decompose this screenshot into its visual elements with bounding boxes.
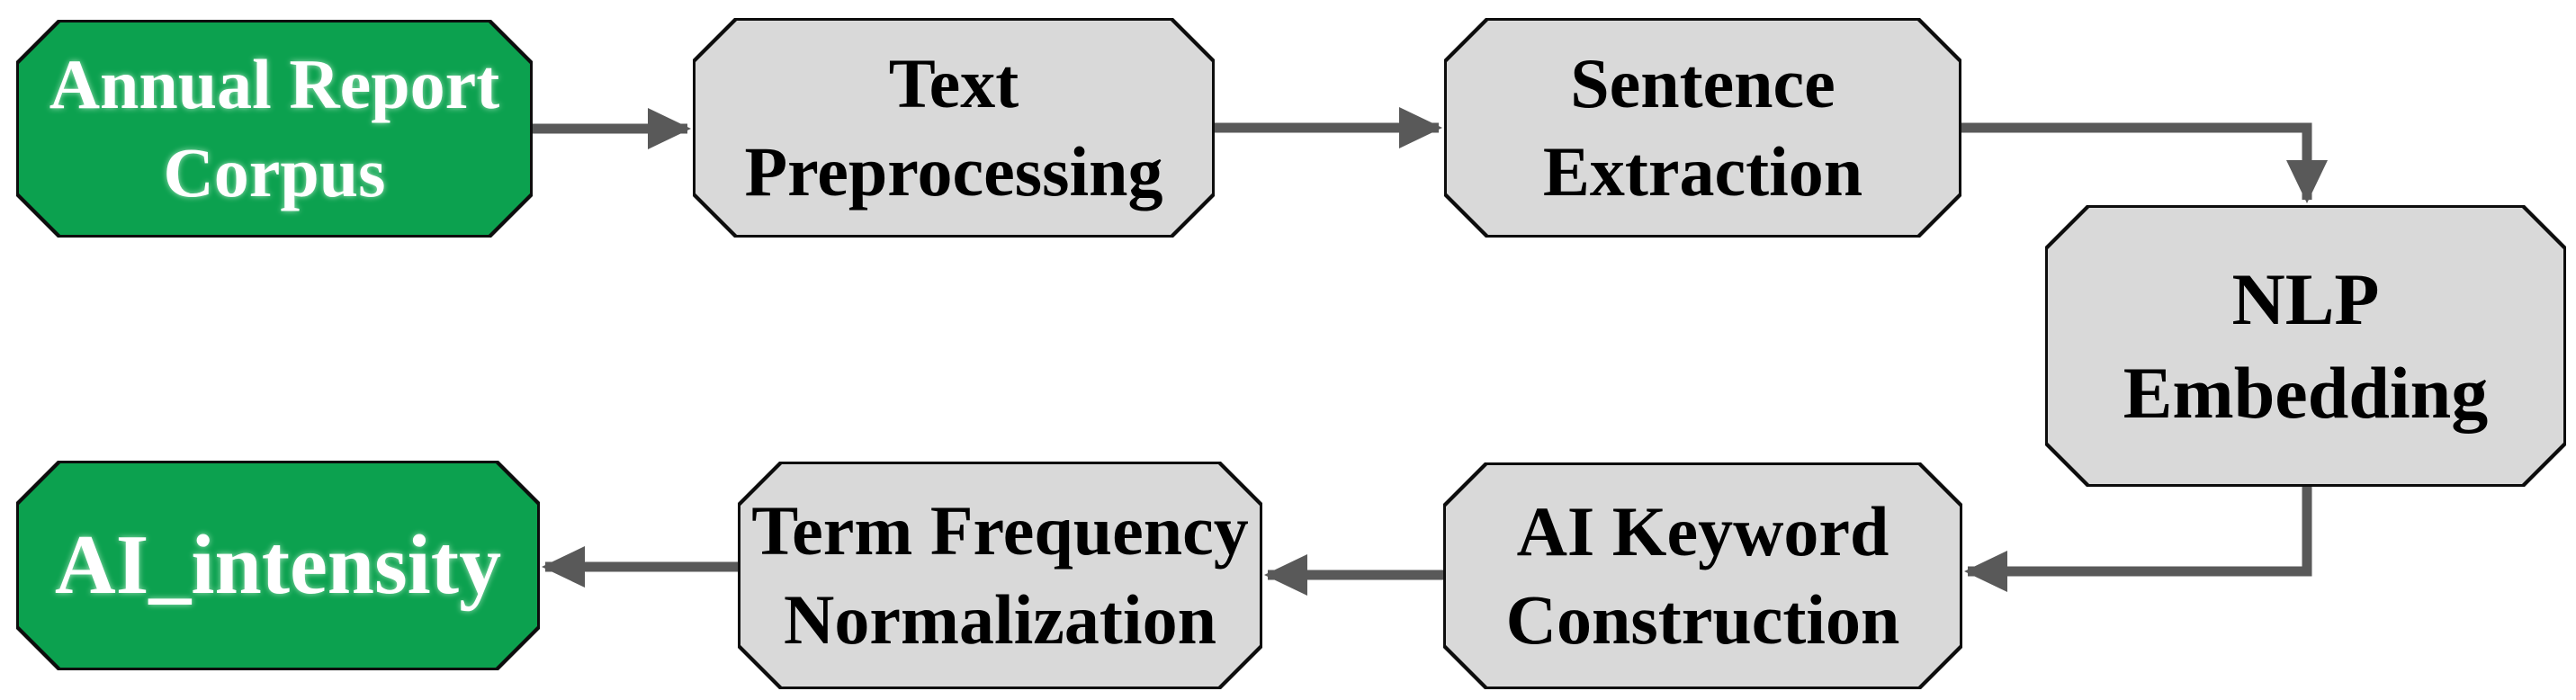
arrow-extraction-to-embedding [1961, 122, 2328, 203]
node-ai-keyword-construction: AI Keyword Construction [1443, 462, 1962, 689]
node-nlp-embedding-body: NLP Embedding [2048, 208, 2563, 484]
node-sentence-extraction-label: Sentence Extraction [1542, 43, 1863, 211]
node-term-frequency-normalization-body: Term Frequency Normalization [740, 464, 1260, 687]
node-term-frequency-normalization-label: Term Frequency Normalization [751, 491, 1249, 659]
node-ai-intensity: AI_intensity [16, 461, 540, 670]
node-sentence-extraction: Sentence Extraction [1444, 18, 1961, 238]
node-text-preprocessing-label: Text Preprocessing [744, 43, 1163, 211]
node-text-preprocessing: Text Preprocessing [693, 18, 1215, 238]
node-text-preprocessing-body: Text Preprocessing [696, 21, 1212, 235]
node-nlp-embedding: NLP Embedding [2045, 205, 2566, 487]
node-nlp-embedding-label: NLP Embedding [2123, 258, 2489, 434]
node-ai-intensity-body: AI_intensity [19, 463, 537, 668]
node-ai-keyword-construction-label: AI Keyword Construction [1505, 491, 1900, 659]
node-annual-report-corpus-body: Annual Report Corpus [19, 22, 530, 235]
node-ai-intensity-label: AI_intensity [54, 518, 502, 613]
node-sentence-extraction-body: Sentence Extraction [1447, 21, 1959, 235]
node-term-frequency-normalization: Term Frequency Normalization [738, 462, 1262, 689]
node-annual-report-corpus-label: Annual Report Corpus [49, 44, 500, 211]
node-annual-report-corpus: Annual Report Corpus [16, 20, 533, 238]
arrow-embedding-to-keyword [1964, 487, 2312, 592]
node-ai-keyword-construction-body: AI Keyword Construction [1446, 465, 1960, 687]
